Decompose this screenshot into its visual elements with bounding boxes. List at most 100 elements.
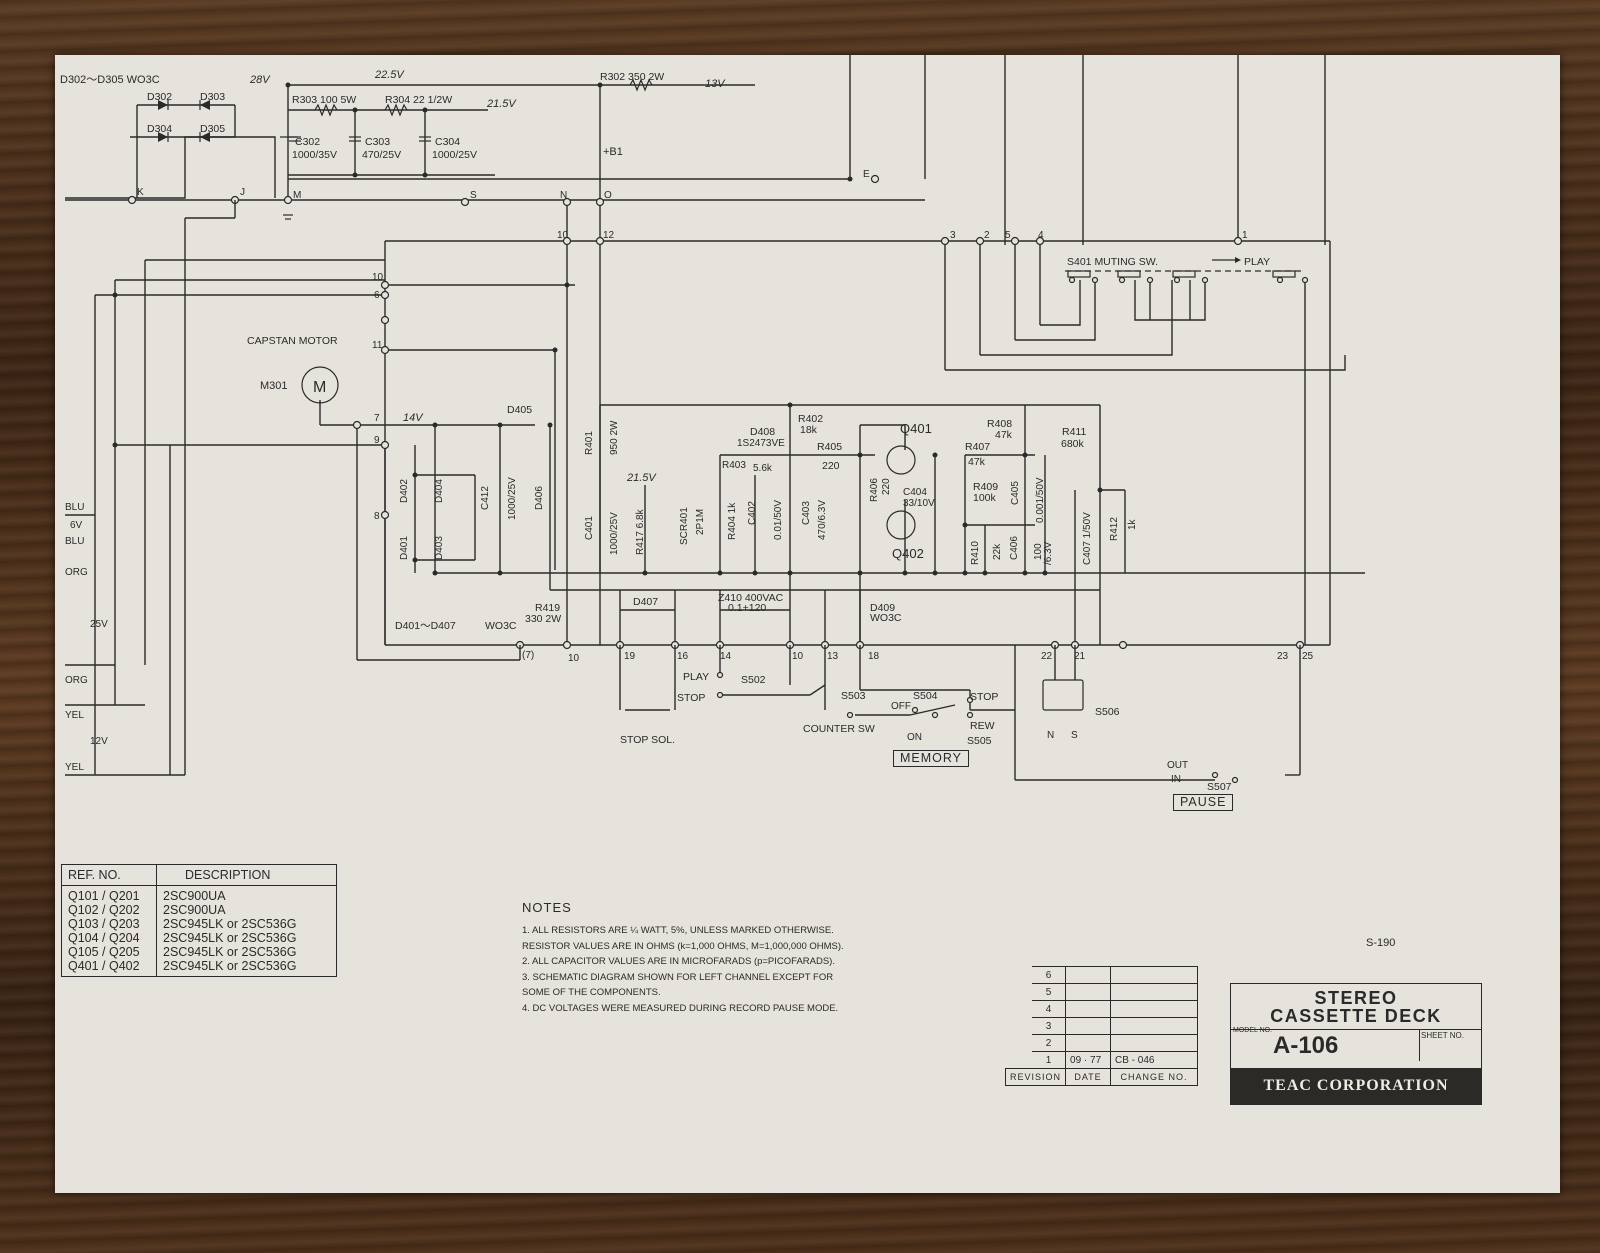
label-c403a: C403 — [801, 501, 812, 525]
motor-symbol: M — [313, 379, 326, 396]
label-scr401a: SCR401 — [679, 507, 690, 545]
pause-box-label: PAUSE — [1173, 794, 1234, 811]
label-o: O — [604, 190, 612, 201]
switch-out-label: OUT — [1167, 760, 1188, 771]
notes-section: NOTES 1. ALL RESISTORS ARE ¼ WATT, 5%, U… — [522, 900, 844, 1016]
label-d403: D403 — [434, 536, 445, 560]
label-c407: C407 1/50V — [1082, 512, 1093, 565]
schematic-sheet: D302～D305 WO3C 28V 22.5V 21.5V 13V +B1 R… — [55, 55, 1560, 1193]
sheet-code: S-190 — [1366, 937, 1396, 949]
rev-change — [1110, 1017, 1199, 1035]
switch-stop2-label: STOP — [970, 691, 998, 703]
rev-date — [1065, 1017, 1112, 1035]
label-diode-range-2: D401～D407 — [395, 620, 456, 632]
label-c304b: 1000/25V — [432, 149, 477, 161]
label-q402: Q402 — [892, 546, 924, 561]
pin-6: 6 — [374, 290, 380, 301]
model-number: A-106 — [1273, 1032, 1339, 1059]
label-14v: 14V — [403, 412, 424, 424]
memory-box-label: MEMORY — [893, 750, 970, 767]
table-row: Q401 / Q402 2SC945LK or 2SC536G — [61, 959, 337, 977]
control-circuit-wiring — [599, 402, 1126, 645]
label-r412b: 1k — [1127, 518, 1138, 530]
label-r406b: 220 — [881, 478, 892, 495]
table-row: Q101 / Q201 2SC900UA — [61, 885, 337, 903]
table-row: 2 — [1006, 1034, 1199, 1052]
transistor-reference-table: REF. NO. DESCRIPTION Q101 / Q201 2SC900U… — [61, 864, 337, 977]
bottom-pin-7: (7) — [522, 650, 534, 661]
switch-on-label: ON — [907, 732, 922, 743]
change-no-header: CHANGE NO. — [1110, 1068, 1199, 1086]
switch-s504-label: S504 — [913, 690, 938, 702]
company-name: TEAC CORPORATION — [1231, 1068, 1481, 1104]
label-r403-value: 5.6k — [753, 463, 773, 474]
date-header: DATE — [1065, 1068, 1112, 1086]
counter-sw-label: COUNTER SW — [803, 723, 875, 735]
desc-cell: 2SC945LK or 2SC536G — [163, 917, 297, 931]
muting-switch-label: S401 MUTING SW. — [1067, 256, 1158, 268]
label-r405b: 220 — [822, 460, 840, 472]
label-c412b: 1000/25V — [507, 477, 518, 520]
label-d406: D406 — [534, 486, 545, 510]
label-c302b: 1000/35V — [292, 149, 337, 161]
label-21-5v-b: 21.5V — [626, 472, 657, 484]
label-z410b: 0.1+120 — [728, 602, 766, 614]
desc-cell: 2SC945LK or 2SC536G — [163, 945, 297, 959]
power-supply-wiring — [65, 55, 1346, 645]
label-d407: D407 — [633, 596, 658, 608]
revision-header-row: REVISION DATE CHANGE NO. — [1004, 1068, 1199, 1086]
wire-yel-1: YEL — [65, 710, 84, 721]
muting-switch — [1065, 257, 1309, 284]
label-c402a: C402 — [747, 501, 758, 525]
ref-cell: Q401 / Q402 — [61, 959, 157, 977]
label-10: 10 — [557, 230, 569, 241]
label-c401a: C401 — [584, 516, 595, 540]
pin-9: 9 — [374, 435, 380, 446]
wire-25v: 25V — [90, 619, 108, 630]
label-28v: 28V — [249, 74, 271, 86]
revision-header: REVISION — [1004, 1068, 1067, 1086]
title-line-1: STEREO — [1314, 988, 1398, 1008]
label-1: 1 — [1242, 230, 1248, 241]
label-s: S — [470, 190, 477, 201]
label-c406b: 100 — [1033, 543, 1044, 560]
pin-11: 11 — [372, 340, 383, 351]
rev-num: 6 — [1031, 966, 1067, 984]
sheet-no-label: SHEET NO. — [1421, 1031, 1464, 1040]
label-d405: D405 — [507, 404, 532, 416]
label-k: K — [137, 187, 144, 198]
wire-org-2: ORG — [65, 675, 88, 686]
label-r408b: 47k — [995, 429, 1013, 441]
label-d408b: 1S2473VE — [737, 438, 785, 449]
wire-12v: 12V — [90, 736, 108, 747]
label-2: 2 — [984, 230, 990, 241]
table-row: Q102 / Q202 2SC900UA — [61, 903, 337, 917]
label-c402b: 0.01/50V — [773, 500, 784, 540]
note-line: SOME OF THE COMPONENTS. — [522, 987, 661, 998]
wire-blu-2: BLU — [65, 536, 84, 547]
label-r406a: R406 — [869, 478, 880, 502]
label-c412a: C412 — [480, 486, 491, 510]
switch-stop-label: STOP — [677, 692, 705, 704]
table-row: Q104 / Q204 2SC945LK or 2SC536G — [61, 931, 337, 945]
switch-in-label: IN — [1171, 774, 1181, 785]
label-d303: D303 — [200, 91, 225, 103]
label-r410a: R410 — [970, 541, 981, 565]
rev-num: 5 — [1031, 983, 1067, 1001]
label-c405b: 0.001/50V — [1035, 477, 1046, 523]
label-c406a: C406 — [1009, 536, 1020, 560]
motor-ref: M301 — [260, 380, 288, 392]
label-4: 4 — [1038, 230, 1044, 241]
label-m: M — [293, 190, 301, 201]
table-row: Q105 / Q205 2SC945LK or 2SC536G — [61, 945, 337, 959]
label-r417: R417 6.8k — [635, 508, 646, 555]
rev-change — [1110, 966, 1199, 984]
rev-change — [1110, 1000, 1199, 1018]
sheet-divider — [1419, 1029, 1420, 1061]
muting-play-label: PLAY — [1244, 256, 1270, 268]
switch-s506-label: S506 — [1095, 706, 1120, 718]
label-c406c: /6.3V — [1043, 541, 1054, 565]
rev-date — [1065, 966, 1112, 984]
